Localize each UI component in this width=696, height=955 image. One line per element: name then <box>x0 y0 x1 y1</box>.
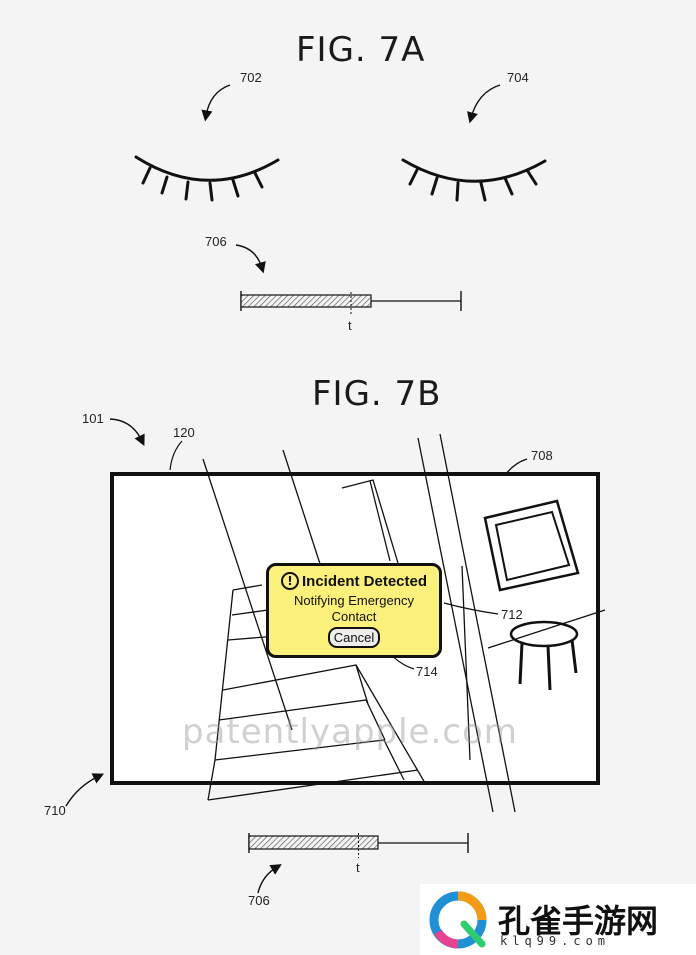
fig-7a-title: FIG. 7A <box>296 30 426 70</box>
ref-708: 708 <box>531 448 553 463</box>
arrow-704 <box>467 84 501 124</box>
hallway-scene <box>202 433 606 813</box>
ref-704: 704 <box>507 70 529 85</box>
ref-706-a: 706 <box>205 234 227 249</box>
logo-domain: klq99.com <box>500 934 611 948</box>
watermark-text: patentlyapple.com <box>182 712 518 752</box>
arrow-702 <box>201 84 231 122</box>
arrow-710 <box>65 773 105 807</box>
ref-702: 702 <box>240 70 262 85</box>
timeline-b-progress-fill <box>248 835 379 850</box>
timeline-a-progress-fill <box>240 294 372 308</box>
arrow-706-b <box>257 864 282 894</box>
closed-left-eye <box>134 155 280 202</box>
t-label-a: t <box>348 318 352 333</box>
site-logo: 孔雀手游网 klq99.com <box>420 884 696 955</box>
ref-706-b: 706 <box>248 893 270 908</box>
fig-7b-title: FIG. 7B <box>312 374 442 414</box>
logo-mark-icon <box>429 891 487 949</box>
leader-712 <box>443 602 499 615</box>
cancel-button[interactable]: Cancel <box>327 627 381 648</box>
closed-right-eye <box>401 158 547 202</box>
ref-710: 710 <box>44 803 66 818</box>
ref-714: 714 <box>416 664 438 679</box>
t-label-b: t <box>356 860 360 875</box>
timeline-b <box>248 833 469 858</box>
alert-header: ! Incident Detected <box>269 570 439 592</box>
exclamation-circle-icon: ! <box>280 572 299 590</box>
incident-alert-dialog: ! Incident Detected Notifying Emergency … <box>266 563 442 658</box>
timeline-a <box>240 291 462 314</box>
logo-name: 孔雀手游网 <box>498 902 659 940</box>
leader-120 <box>169 440 183 471</box>
arrow-101 <box>109 418 145 447</box>
ref-120: 120 <box>173 425 195 440</box>
alert-message: Notifying Emergency Contact <box>294 593 414 624</box>
arrow-706-a <box>235 244 266 274</box>
alert-title: Incident Detected <box>301 572 428 590</box>
ref-101: 101 <box>82 411 104 426</box>
ref-712: 712 <box>501 607 523 622</box>
